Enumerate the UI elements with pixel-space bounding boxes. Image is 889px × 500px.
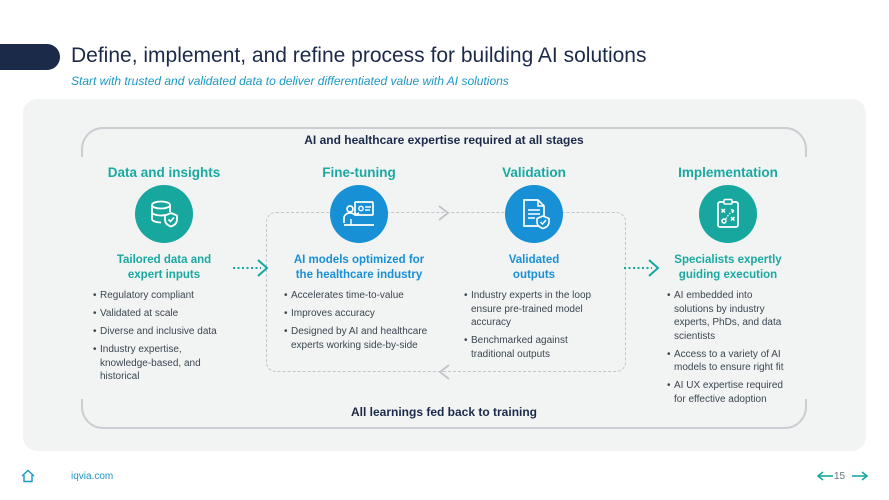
previous-page-arrow-icon[interactable] (816, 470, 834, 482)
home-icon[interactable] (20, 468, 36, 484)
list-item: Improves accuracy (284, 307, 444, 321)
database-shield-icon (151, 200, 178, 228)
stage-headline-data: Tailored data and expert inputs (116, 254, 212, 281)
list-item: AI UX expertise required for effective a… (667, 379, 794, 406)
flow-arrow-icon (233, 259, 269, 277)
list-item: Accelerates time-to-value (284, 289, 444, 303)
stage-bullets-validation: Industry experts in the loop ensure pre-… (464, 289, 609, 366)
list-item: AI embedded into solutions by industry e… (667, 289, 794, 343)
header-accent-bar (0, 44, 60, 70)
stage-title-finetuning: Fine-tuning (322, 165, 396, 180)
stage-title-implementation: Implementation (678, 165, 778, 180)
list-item: Regulatory compliant (93, 289, 233, 303)
list-item: Validated at scale (93, 307, 233, 321)
expertise-label: AI and healthcare expertise required at … (304, 133, 584, 147)
stage-headline-finetuning: AI models optimized for the healthcare i… (293, 254, 425, 281)
list-item: Industry expertise, knowledge-based, and… (93, 343, 233, 384)
stage-bullets-implementation: AI embedded into solutions by industry e… (667, 289, 794, 411)
stage-title-validation: Validation (502, 165, 566, 180)
flow-arrow-icon (624, 259, 660, 277)
loop-arrow-left-icon (438, 364, 450, 380)
stage-circle-implementation (699, 185, 757, 243)
list-item: Industry experts in the loop ensure pre-… (464, 289, 609, 330)
expertise-band-top (81, 127, 807, 157)
list-item: Benchmarked against traditional outputs (464, 334, 609, 361)
stage-headline-implementation: Specialists expertly guiding execution (674, 254, 782, 281)
page-number: 15 (834, 471, 846, 482)
presenter-screen-icon (343, 201, 374, 226)
stage-circle-validation (505, 185, 563, 243)
loop-arrow-right-icon (438, 205, 450, 221)
strategy-clipboard-icon (717, 198, 739, 228)
stage-bullets-data: Regulatory compliant Validated at scale … (93, 289, 233, 388)
stage-circle-data (135, 185, 193, 243)
list-item: Designed by AI and healthcare experts wo… (284, 325, 444, 352)
stage-headline-validation: Validated outputs (508, 254, 560, 281)
list-item: Diverse and inclusive data (93, 325, 233, 339)
footer-site-link[interactable]: iqvia.com (71, 471, 114, 482)
page-title: Define, implement, and refine process fo… (71, 44, 647, 67)
next-page-arrow-icon[interactable] (851, 470, 869, 482)
stage-bullets-finetuning: Accelerates time-to-value Improves accur… (284, 289, 444, 357)
document-check-icon (523, 199, 550, 230)
page-subtitle: Start with trusted and validated data to… (71, 74, 509, 88)
feedback-label: All learnings fed back to training (350, 405, 538, 419)
stage-title-data: Data and insights (107, 165, 221, 180)
stage-circle-finetuning (330, 185, 388, 243)
list-item: Access to a variety of AI models to ensu… (667, 348, 794, 375)
